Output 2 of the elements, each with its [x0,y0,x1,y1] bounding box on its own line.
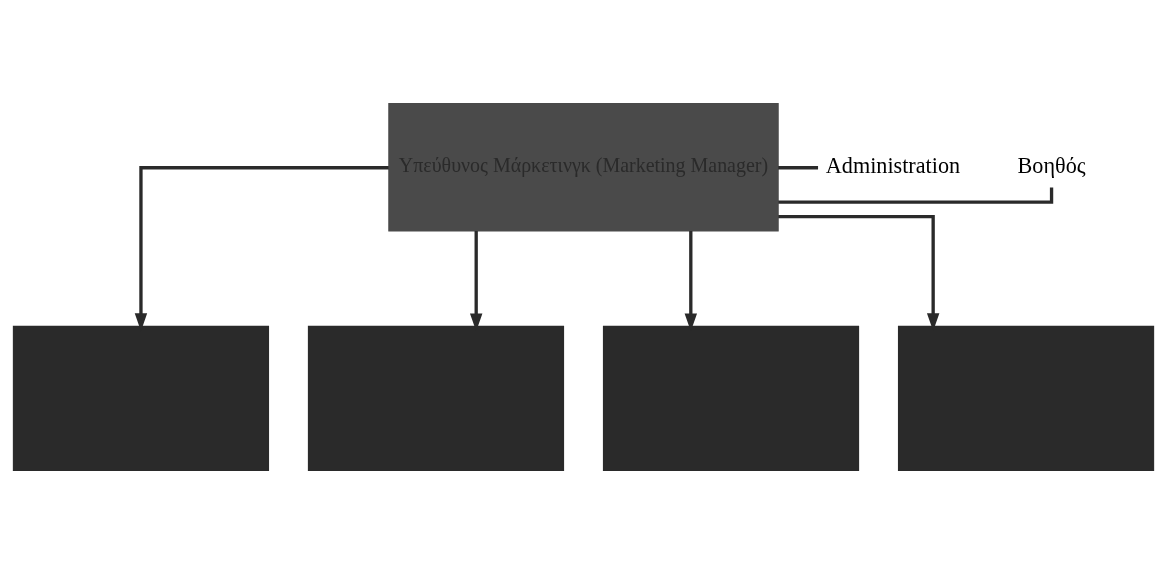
node-text: Administration [825,152,961,178]
node-text: Βοηθός [1017,152,1086,178]
